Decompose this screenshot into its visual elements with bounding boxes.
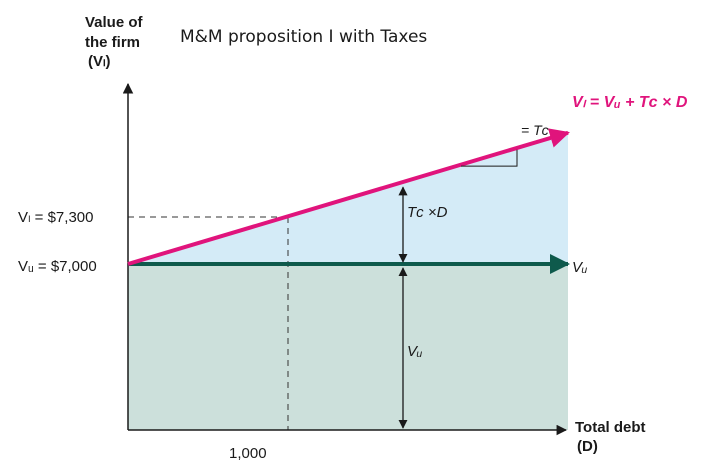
- y-axis-label-line1: Value of: [85, 14, 144, 31]
- y-axis-label-line3: (Vₗ): [88, 53, 111, 70]
- y-axis-label-line2: the firm: [85, 34, 140, 51]
- slope-triangle: [461, 149, 518, 167]
- y-tick-label-vl: Vₗ = $7,300: [18, 209, 93, 226]
- chart-title: M&M proposition I with Taxes: [180, 27, 427, 47]
- vu-area: [128, 264, 568, 430]
- y-tick-label-vu: Vᵤ = $7,000: [18, 258, 97, 275]
- x-axis-label-line1: Total debt: [575, 419, 646, 436]
- x-axis-label-line2: (D): [577, 438, 598, 455]
- tax-shield-label: Tᴄ ×D: [407, 204, 448, 221]
- vu-region-label: Vᵤ: [407, 343, 422, 360]
- x-tick-label: 1,000: [229, 445, 267, 462]
- vl-line-label: Vₗ = Vᵤ + Tᴄ × D: [572, 94, 688, 111]
- vl-series-line: [127, 128, 570, 266]
- slope-label: = Tᴄ: [521, 122, 549, 138]
- vu-line-label: Vᵤ: [572, 259, 587, 276]
